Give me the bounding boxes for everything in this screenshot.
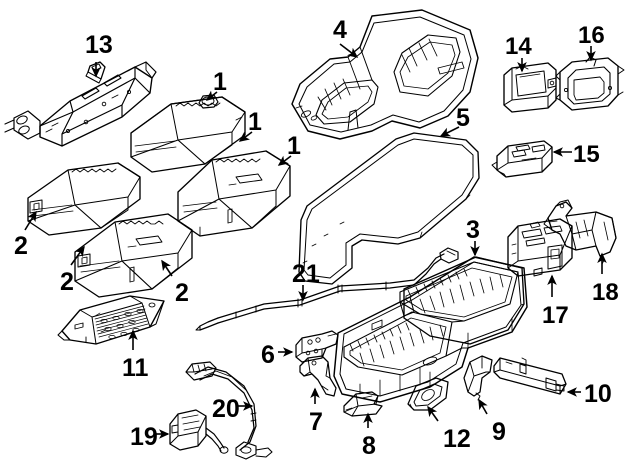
callout-number-19: 19 [130,423,158,451]
part-16-mounting-bracket-frame [555,56,625,111]
callout-number-3: 3 [466,216,480,244]
callout-number-1: 1 [213,68,227,96]
callout-number-14: 14 [505,33,532,60]
part-10-cross-member-rail [493,357,567,395]
part-3-battery-tray-housing [333,256,528,403]
part-17-junction-box [507,218,573,277]
part-5-seal-gasket [298,132,480,285]
part-18-support-rail-bracket [543,199,617,265]
callout-number-2: 2 [175,279,189,307]
callout-number-5: 5 [456,104,470,132]
part-6-terminal-block [295,330,339,363]
callout-number-15: 15 [573,141,600,168]
part-11-cooling-plate [57,295,165,345]
callout-number-7: 7 [309,408,323,436]
part-2-battery-module-b [74,213,193,298]
part-19-connector-plug [169,409,229,454]
part-15-relay-module [491,140,553,178]
part-7-mounting-bracket-hook [299,355,337,397]
part-13-wiring-harness-module [4,61,157,147]
callout-number-2: 2 [14,232,28,260]
callout-number-18: 18 [592,279,619,306]
part-8-wedge-bracket [343,391,383,417]
callout-number-8: 8 [362,432,376,460]
callout-number-12: 12 [443,425,471,453]
callout-number-9: 9 [492,418,506,446]
part-9-clip-bracket [463,355,493,401]
callout-number-20: 20 [212,395,240,423]
part-12-grommet-plate [407,377,449,411]
callout-number-4: 4 [333,16,347,44]
callout-number-10: 10 [584,380,612,408]
callout-number-1: 1 [287,132,301,160]
part-4-insulation-cover [291,9,479,140]
callout-number-21: 21 [292,260,320,288]
callout-number-17: 17 [542,302,569,329]
callout-number-1: 1 [248,108,262,136]
callout-number-13: 13 [85,31,113,59]
callout-number-16: 16 [578,22,605,49]
callout-number-2: 2 [60,268,74,296]
callout-number-11: 11 [122,354,149,382]
part-21-cable-harness-long [195,247,459,331]
part-20-cable-harness-curved [185,361,273,460]
callout-number-6: 6 [261,341,275,369]
